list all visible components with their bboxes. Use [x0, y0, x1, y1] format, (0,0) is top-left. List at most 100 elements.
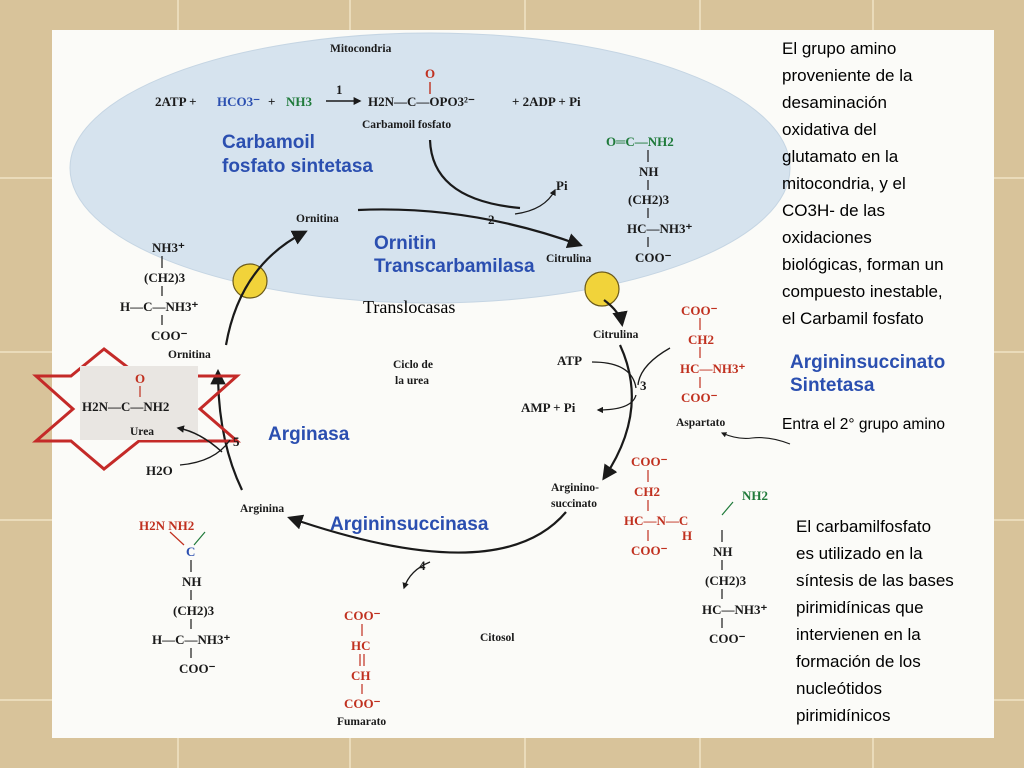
aspartate-coo-top: COO⁻ [681, 303, 718, 318]
arrow-h2o [179, 439, 231, 466]
as-ch2-chain: (CH2)3 [705, 573, 747, 588]
arginina-label: Arginina [240, 503, 284, 515]
note-line: pirimidínicas que [796, 598, 924, 617]
pi-label: Pi [556, 178, 568, 193]
note-line: oxidaciones [782, 228, 872, 247]
arrow-urea [176, 425, 223, 453]
amp-label: AMP + Pi [521, 400, 576, 415]
note-second-amino: Entra el 2° grupo amino [782, 416, 946, 433]
note-line: pirimidínicos [796, 706, 891, 725]
as-ch2: CH2 [634, 484, 660, 499]
argininosuccinato-label-2: succinato [551, 498, 597, 510]
step-5: 5 [233, 434, 240, 449]
cycle-center-line2: la urea [395, 375, 429, 387]
arg-c: C [186, 544, 195, 559]
as-bond [721, 501, 734, 516]
translocases-label: Translocasas [363, 297, 456, 317]
aspartate-structure: COO⁻ CH2 HC—NH3⁺ COO⁻ [680, 303, 746, 405]
note-line: glutamato en la [782, 147, 899, 166]
ornitina-mito-label: Ornitina [296, 213, 339, 225]
reaction1-o: O [425, 66, 435, 81]
as-alpha: HC—N—C [624, 513, 688, 528]
fumarato-label: Fumarato [337, 716, 386, 728]
orn-nh3: NH3⁺ [152, 240, 185, 255]
as-nh-chain: NH [713, 544, 733, 559]
aspartato-label: Aspartato [676, 417, 725, 429]
citrulline-structure: O═C—NH2 NH (CH2)3 HC—NH3⁺ COO⁻ [606, 134, 693, 265]
step-3: 3 [640, 378, 647, 393]
citosol-label: Citosol [480, 632, 515, 644]
cycle-center-line1: Ciclo de [393, 359, 433, 371]
arg-bond [169, 531, 185, 546]
atp-label: ATP [557, 353, 582, 368]
arrow-atp [591, 361, 637, 389]
arrow-amp [596, 394, 637, 414]
note-carbamoyl-use: El carbamilfosfato es utilizado en la sí… [796, 513, 991, 729]
note-line: el Carbamil fosfato [782, 309, 924, 328]
urea-o: O [135, 371, 145, 386]
urea-star-highlight [31, 347, 242, 471]
citrulina-cyto-label: Citrulina [593, 329, 639, 341]
as-coo-bottom: COO⁻ [631, 543, 668, 558]
note-line: proveniente de la [782, 66, 913, 85]
enzyme-otc-line1: Ornitin [374, 233, 436, 254]
citrulline-transporter [584, 271, 620, 307]
reaction1-nh3: NH3 [286, 94, 313, 109]
arrow-aspartato [637, 347, 671, 386]
fumarate-coo-bottom: COO⁻ [344, 696, 381, 711]
fumarate-hc: HC [351, 638, 371, 653]
citrulline-chain: (CH2)3 [628, 192, 670, 207]
as-nh: H [682, 528, 692, 543]
arg-bond [193, 531, 206, 546]
arrow-fumarato [402, 561, 431, 590]
fumarate-ch: CH [351, 668, 371, 683]
h2o-label: H2O [146, 463, 173, 478]
cycle-arc-step5 [210, 368, 243, 491]
reaction1-step: 1 [336, 82, 343, 97]
as-nh2: NH2 [742, 488, 768, 503]
arg-coo: COO⁻ [179, 661, 216, 676]
arg-top: H2N NH2 [139, 518, 194, 533]
note-line: CO3H- de las [782, 201, 885, 220]
note-line: síntesis de las bases [796, 571, 954, 590]
enzyme-otc-line2: Transcarbamilasa [374, 256, 535, 277]
note-line: oxidativa del [782, 120, 877, 139]
orn-alpha: H—C—NH3⁺ [120, 299, 199, 314]
enzyme-argininsuccinasa: Argininsuccinasa [330, 514, 489, 535]
enzyme-ass-line1: Argininsuccinato [790, 352, 945, 373]
cycle-arc-ornitina-up [224, 230, 308, 346]
reaction1-rest: + 2ADP + Pi [512, 94, 581, 109]
step-2: 2 [488, 212, 495, 227]
aspartate-ch2: CH2 [688, 332, 714, 347]
ornitina-cyto-label: Ornitina [168, 349, 211, 361]
note-line: nucleótidos [796, 679, 883, 698]
carbamoyl-phosphate-label: Carbamoil fosfato [362, 119, 451, 131]
as-coo-top: COO⁻ [631, 454, 668, 469]
note-line: El grupo amino [782, 39, 897, 58]
arg-alpha: H—C—NH3⁺ [152, 632, 231, 647]
orn-coo: COO⁻ [151, 328, 188, 343]
note-line: biológicas, forman un [782, 255, 944, 274]
fumarate-coo-top: COO⁻ [344, 608, 381, 623]
note-line: desaminación [782, 93, 887, 112]
arrow-pi [514, 188, 556, 215]
citrulline-coo: COO⁻ [635, 250, 672, 265]
note-line: mitocondria, y el [782, 174, 906, 193]
as-coo-chain: COO⁻ [709, 631, 746, 646]
citrulline-nh: NH [639, 164, 659, 179]
note-line: intervienen en la [796, 625, 921, 644]
reaction1-product: H2N—C—OPO3²⁻ [368, 94, 475, 109]
note-carbamoyl-origin: El grupo amino proveniente de la desamin… [782, 35, 997, 332]
note-line: compuesto inestable, [782, 282, 943, 301]
cycle-arc-step4 [287, 511, 567, 554]
citrulina-mito-label: Citrulina [546, 253, 592, 265]
arg-chain: (CH2)3 [173, 603, 215, 618]
note-line: formación de los [796, 652, 921, 671]
argininosuccinato-label-1: Arginino- [551, 482, 599, 494]
mitochondria-region [69, 32, 791, 304]
reaction1-hco3: HCO3⁻ [217, 94, 260, 109]
reaction1-atp: 2ATP + [155, 94, 196, 109]
arrow-carbamoyl-to-otc [428, 139, 521, 210]
mitochondria-label: Mitocondria [330, 43, 392, 55]
